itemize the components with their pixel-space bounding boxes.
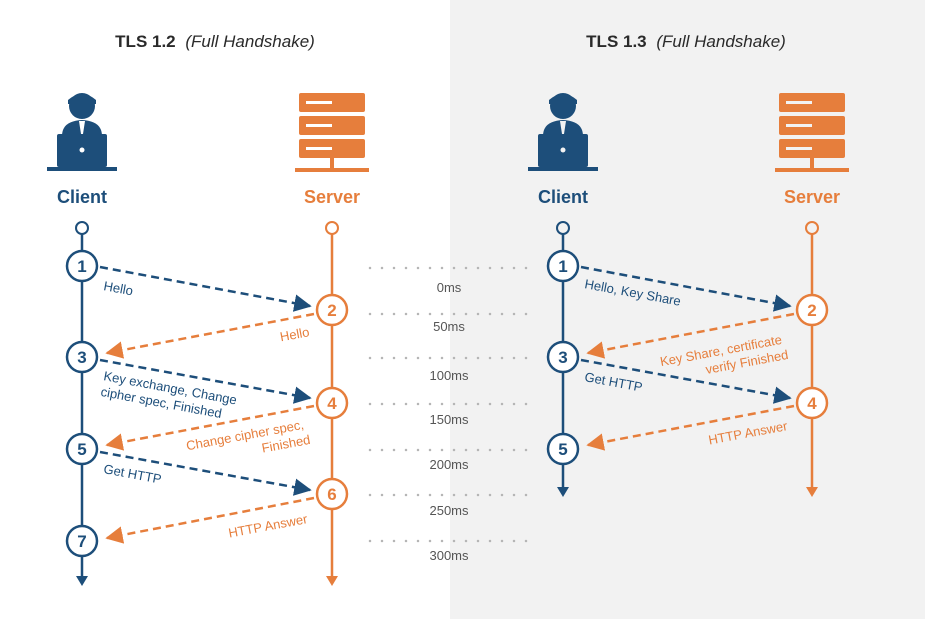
user-laptop-icon (528, 93, 598, 171)
tls13-title: TLS 1.3 (Full Handshake) (586, 32, 786, 51)
user-laptop-icon (47, 93, 117, 171)
tls12-step-1: 1 (65, 249, 99, 283)
tls13-title-version: TLS 1.3 (586, 32, 646, 51)
tls12-arrow-3 (99, 358, 312, 404)
svg-text:3: 3 (558, 348, 567, 367)
svg-text:3: 3 (77, 348, 86, 367)
tls12-title-mode: (Full Handshake) (185, 32, 314, 51)
timeline: 0ms 50ms 100ms 150ms 200ms 250ms 300ms (368, 266, 530, 563)
tls12-client-label: Client (57, 187, 107, 207)
timeline-label: 250ms (429, 503, 469, 518)
tls13-step-4: 4 (795, 386, 829, 420)
tls13-server-label: Server (784, 187, 840, 207)
server-rack-icon (775, 93, 849, 172)
tls12-arrow-5 (99, 450, 312, 496)
tls13-panel-background (450, 0, 925, 619)
server-rack-icon (295, 93, 369, 172)
tls12-step-7: 7 (65, 524, 99, 558)
tls13-step-3: 3 (546, 340, 580, 374)
tls12-step-3: 3 (65, 340, 99, 374)
tls13-client-label: Client (538, 187, 588, 207)
timeline-label: 200ms (429, 457, 469, 472)
svg-text:4: 4 (327, 394, 337, 413)
timeline-label: 300ms (429, 548, 469, 563)
svg-text:1: 1 (558, 257, 567, 276)
svg-text:1: 1 (77, 257, 86, 276)
tls12-msg-6: HTTP Answer (227, 511, 309, 540)
timeline-label: 50ms (433, 319, 465, 334)
tls12-step-4: 4 (315, 386, 349, 420)
svg-text:5: 5 (558, 440, 567, 459)
svg-text:4: 4 (807, 394, 817, 413)
timeline-label: 0ms (437, 280, 462, 295)
tls12-msg-2: Hello (279, 324, 311, 344)
tls12-step-6: 6 (315, 477, 349, 511)
tls13-step-5: 5 (546, 432, 580, 466)
tls12-arrow-4 (105, 404, 315, 451)
tls13-arrow-3 (580, 358, 792, 404)
tls12-title-version: TLS 1.2 (115, 32, 175, 51)
tls12-step-5: 5 (65, 432, 99, 466)
svg-text:5: 5 (77, 440, 86, 459)
tls12-client-lifeline (75, 221, 89, 586)
svg-text:6: 6 (327, 485, 336, 504)
timeline-label: 100ms (429, 368, 469, 383)
tls13-step-1: 1 (546, 249, 580, 283)
tls12-msg-3: Key exchange, Change cipher spec, Finish… (100, 368, 242, 424)
tls12-step-2: 2 (315, 293, 349, 327)
tls13-arrow-2 (586, 312, 795, 359)
svg-text:2: 2 (807, 301, 816, 320)
tls12-arrow-2 (105, 312, 315, 359)
tls13-title-mode: (Full Handshake) (656, 32, 785, 51)
tls12-title: TLS 1.2 (Full Handshake) (115, 32, 315, 51)
tls12-server-label: Server (304, 187, 360, 207)
svg-text:2: 2 (327, 301, 336, 320)
tls13-arrow-1 (580, 265, 792, 312)
tls13-arrow-4 (586, 404, 795, 451)
tls12-arrow-6 (105, 496, 315, 544)
timeline-label: 150ms (429, 412, 469, 427)
tls12-msg-4: Change cipher spec, Finished (185, 416, 311, 469)
tls13-step-2: 2 (795, 293, 829, 327)
tls13-server-lifeline (805, 221, 819, 497)
tls12-arrow-1 (99, 265, 312, 312)
svg-text:7: 7 (77, 532, 86, 551)
tls12-msg-5: Get HTTP (102, 461, 162, 486)
tls12-msg-1: Hello (102, 278, 134, 298)
